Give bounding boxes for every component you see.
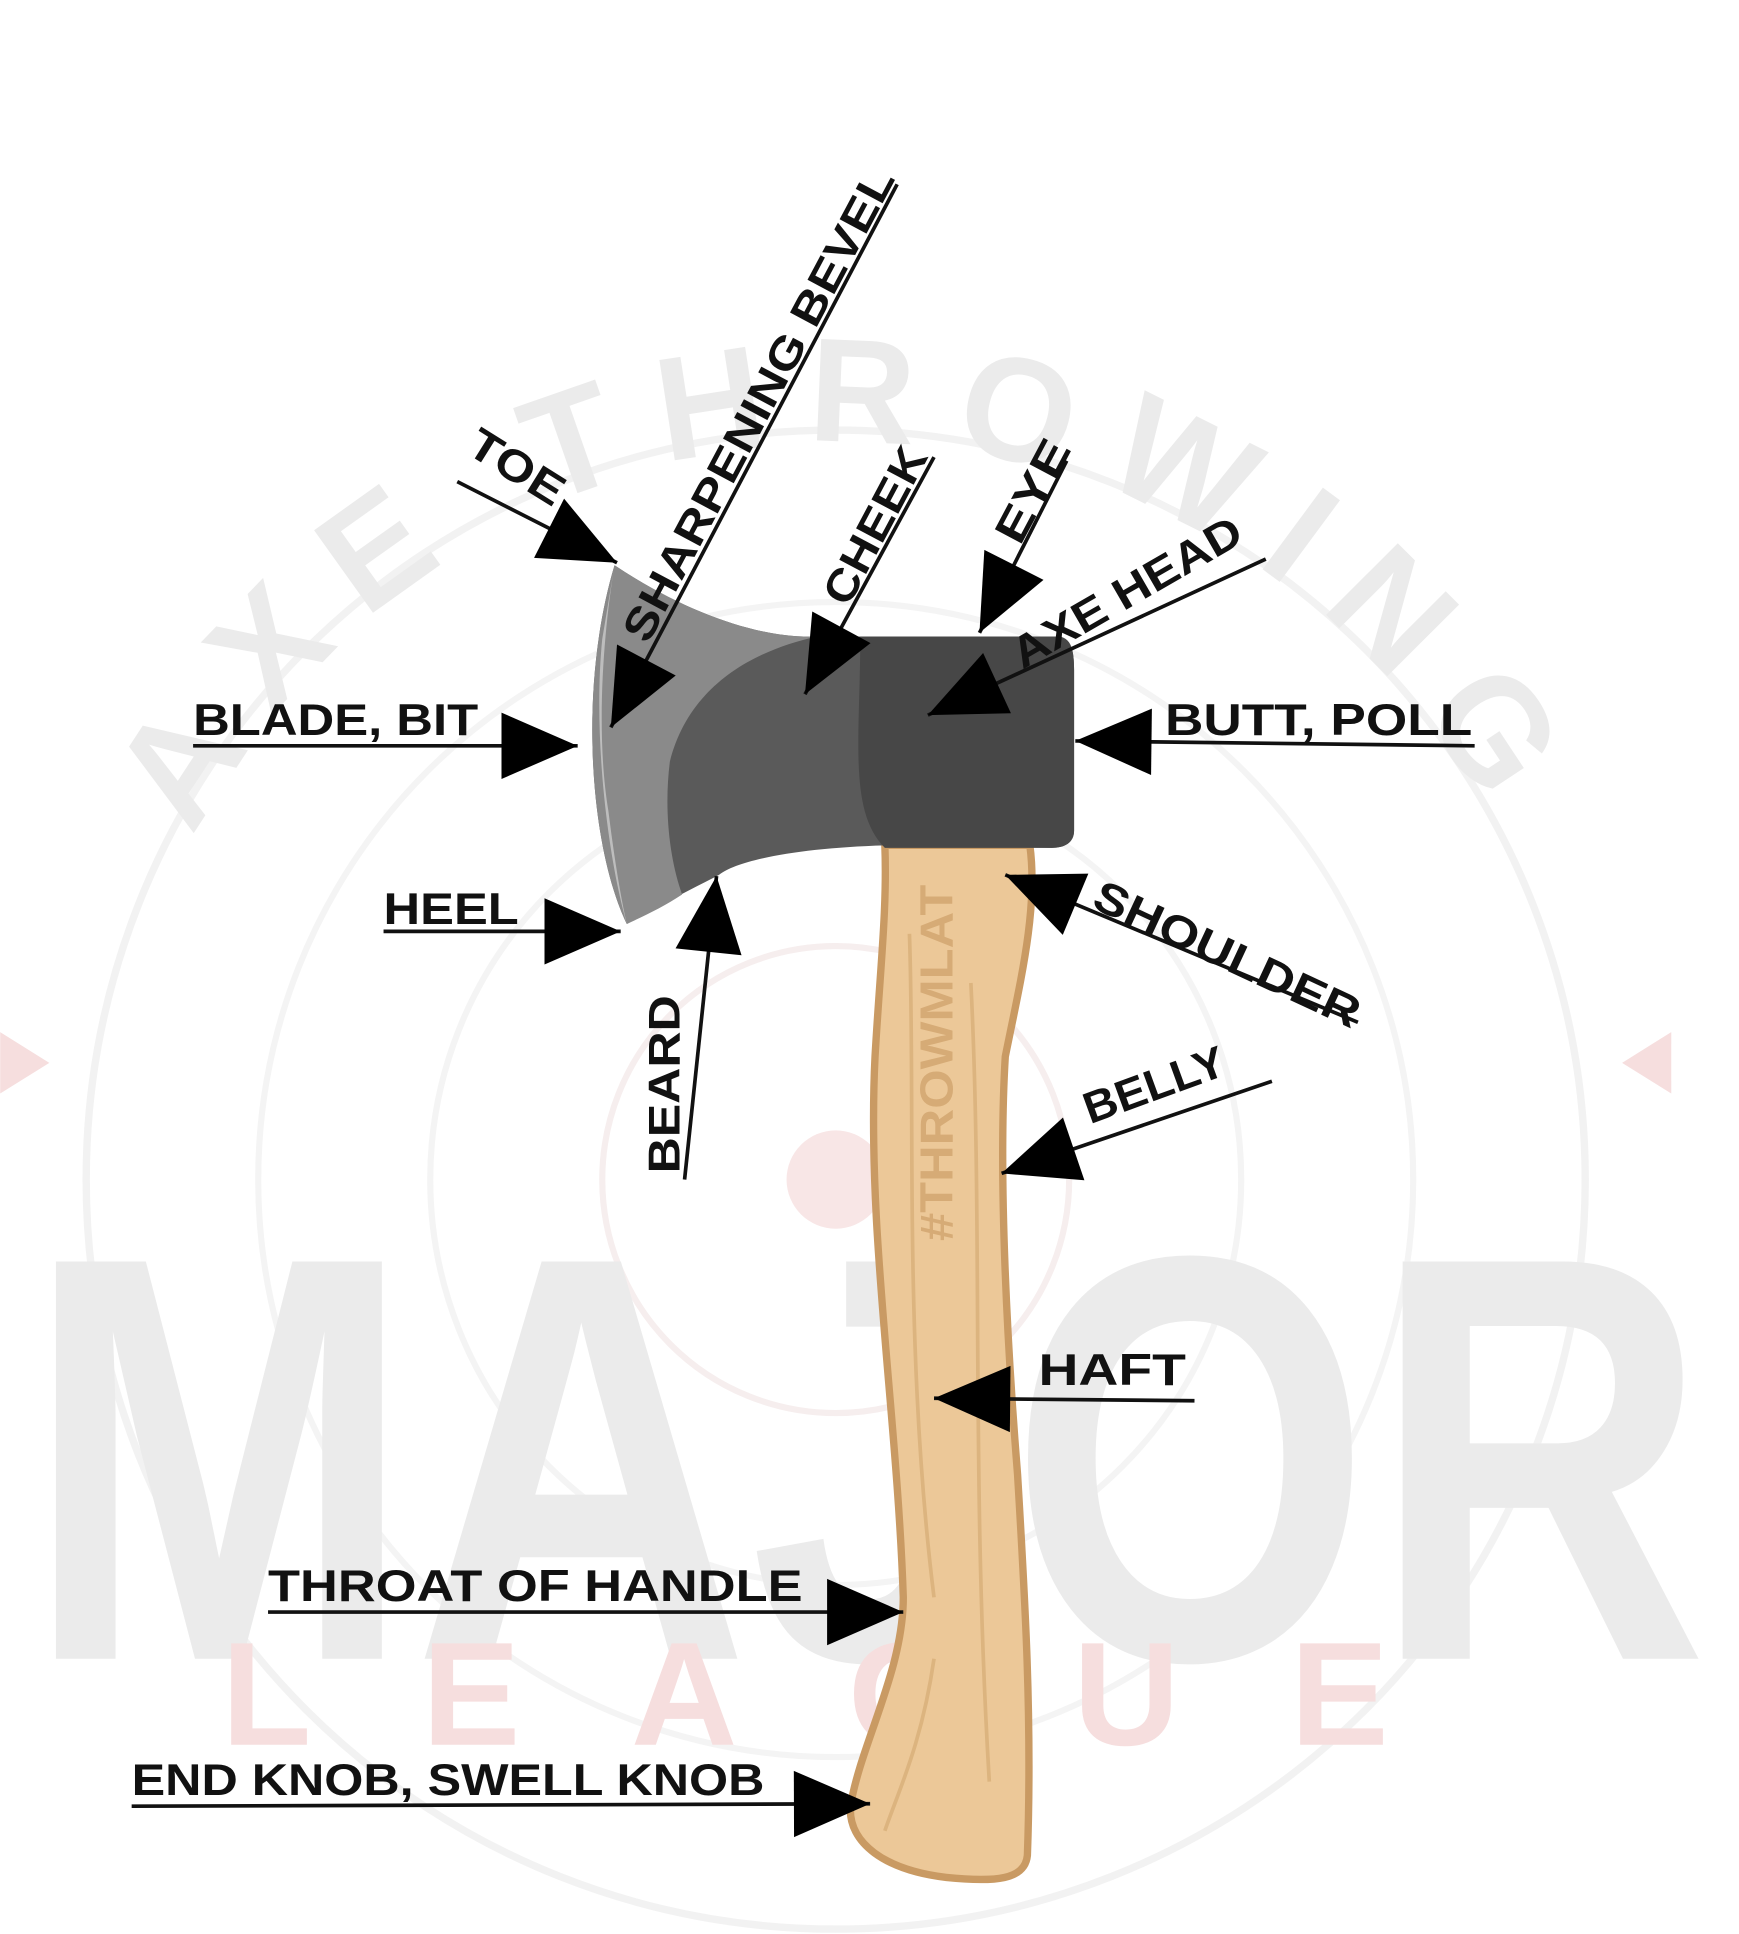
leader-line	[609, 183, 899, 729]
label-shoulder: SHOULDER	[1004, 871, 1368, 1038]
label-beard: BEARD	[641, 875, 742, 1180]
watermark-sub-text: LEAGUE	[221, 1613, 1499, 1777]
arrow-head-icon	[534, 498, 617, 563]
label-heel: HEEL	[383, 885, 621, 965]
arrow-head-icon	[979, 549, 1044, 633]
label-text: SHOULDER	[1086, 871, 1368, 1037]
arrow-head-icon	[544, 898, 621, 965]
arrow-head-icon	[610, 644, 676, 728]
watermark-diamond	[0, 1032, 50, 1094]
label-text: BELLY	[1077, 1037, 1232, 1133]
label-text: END KNOB, SWELL KNOB	[132, 1756, 765, 1805]
arrow-head-icon	[927, 653, 1011, 716]
label-throat-of-handle: THROAT OF HANDLE	[268, 1562, 904, 1646]
watermark-main-text: MAJOR	[25, 1137, 1708, 1782]
arrow-head-icon	[804, 611, 871, 695]
label-blade-bit: BLADE, BIT	[193, 696, 578, 780]
label-text: HAFT	[1038, 1346, 1185, 1395]
watermark-diamond	[1622, 1032, 1672, 1094]
arrow-head-icon	[827, 1578, 904, 1646]
label-axe-head: AXE HEAD	[927, 507, 1267, 717]
watermark-bullseye	[786, 1130, 885, 1229]
arrow-head-icon	[793, 1770, 871, 1838]
label-text: THROAT OF HANDLE	[268, 1562, 802, 1611]
axe-head	[592, 565, 1075, 924]
label-text: BLADE, BIT	[193, 696, 478, 745]
arrow-head-icon	[1075, 708, 1152, 776]
label-text: HEEL	[384, 885, 519, 934]
handle-engraving: #THROWMLAT	[910, 884, 962, 1241]
arrow-head-icon	[1005, 873, 1089, 935]
watermark-ring	[255, 598, 1417, 1761]
label-text: BUTT, POLL	[1165, 696, 1472, 745]
watermark-ring	[599, 943, 1073, 1417]
label-end-knob-swell-knob: END KNOB, SWELL KNOB	[131, 1756, 871, 1838]
arrow-head-icon	[934, 1365, 1011, 1433]
watermark-ring	[82, 426, 1589, 1933]
arrow-head-icon	[675, 876, 742, 956]
label-haft: HAFT	[933, 1346, 1195, 1433]
leader-line	[131, 1801, 871, 1809]
label-butt-poll: BUTT, POLL	[1075, 696, 1475, 776]
axe-handle: #THROWMLAT	[846, 841, 1036, 1884]
label-text: AXE HEAD	[1003, 507, 1251, 678]
arrow-head-icon	[1001, 1117, 1085, 1181]
arrow-head-icon	[501, 712, 578, 780]
label-text: BEARD	[641, 995, 690, 1173]
